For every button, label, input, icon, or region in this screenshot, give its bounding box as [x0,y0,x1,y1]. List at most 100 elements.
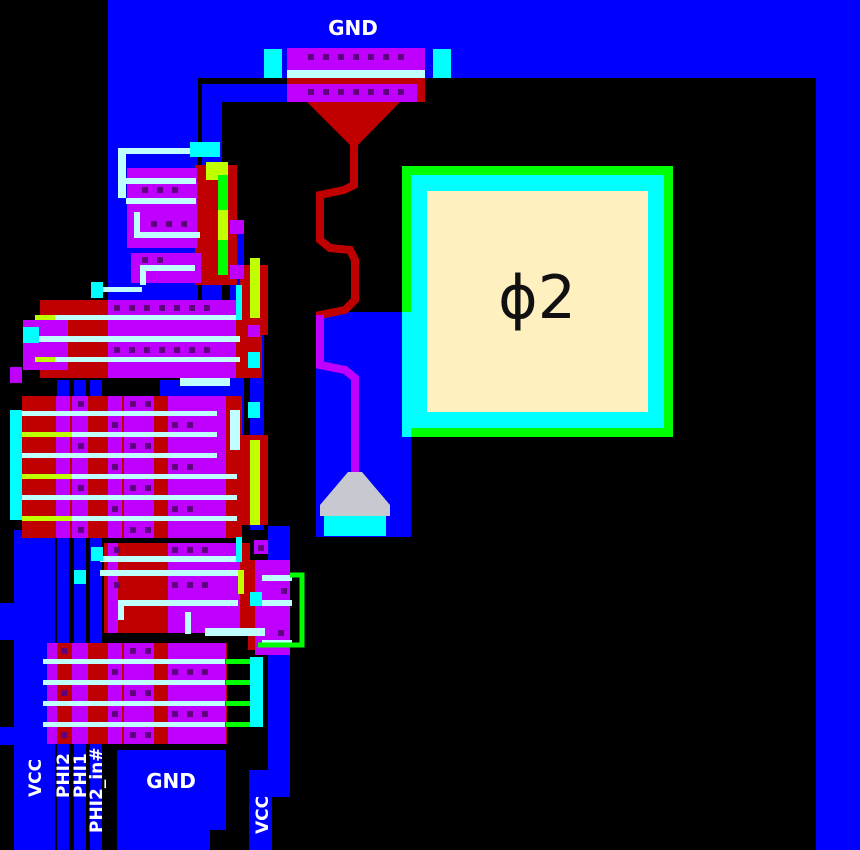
contact-cut [189,347,195,353]
bond-pad-phi2[interactable]: ϕ2 [402,166,673,437]
contact-cut [166,221,172,227]
contact-cut [144,305,150,311]
contact-cut [130,401,136,407]
contact-cut [189,305,195,311]
contact-cut [61,732,67,738]
contact-cut [142,257,148,263]
gnd-top-label: GND [328,16,378,40]
contact-cut [130,732,136,738]
contact-cut [398,89,404,95]
contact-cut [281,588,287,594]
contact-cut [172,711,178,717]
contact-cut [172,582,178,588]
contact-cut [353,89,359,95]
contact-cut [174,347,180,353]
contact-cut [114,547,120,553]
contact-cut [323,54,329,60]
contact-cut [157,257,163,263]
contact-cut [61,648,67,654]
contact-cut [398,54,404,60]
vcc-right-rail [249,770,272,850]
contact-cut [130,648,136,654]
metal2-layer [22,70,425,727]
contact-cut [130,690,136,696]
contact-cut [61,690,67,696]
contact-cut [187,506,193,512]
gnd-bottom-block [117,750,226,830]
phi2-in-label: PHI2_in# [87,747,107,833]
contact-cut [114,582,120,588]
contact-cut [130,443,136,449]
contact-cuts [61,54,404,738]
contact-cut [78,443,84,449]
contact-cut [151,221,157,227]
contact-cut [130,485,136,491]
contact-cut [172,464,178,470]
contact-cut [174,305,180,311]
diffusion-resistor-trace [316,315,359,475]
contact-cut [159,347,165,353]
contact-cut [308,89,314,95]
contact-cut [114,305,120,311]
gnd-rail-top [108,0,860,78]
contact-cut [258,545,264,551]
contact-cut [112,506,118,512]
contact-cut [368,89,374,95]
contact-cut [142,187,148,193]
contact-cut [159,305,165,311]
contact-cut [145,443,151,449]
contact-cut [172,669,178,675]
contact-cut [383,54,389,60]
contact-cut [187,669,193,675]
contact-cut [368,54,374,60]
contact-cut [181,221,187,227]
right-rail [816,0,860,850]
vcc-right-label: VCC [253,796,273,834]
contact-cut [129,347,135,353]
contact-cut [308,54,314,60]
contact-cut [145,485,151,491]
contact-cut [202,582,208,588]
contact-cut [78,485,84,491]
contact-cut [202,547,208,553]
contact-cut [112,464,118,470]
contact-cut [338,89,344,95]
pad-connector [320,472,390,516]
contact-cut [338,54,344,60]
contact-cut [202,669,208,675]
bond-pad-label: ϕ2 [498,263,576,333]
contact-cut [157,187,163,193]
contact-layer [10,49,451,727]
contact-cut [187,422,193,428]
contact-cut [112,422,118,428]
phi1-label: PHI1 [71,753,91,798]
phi2-label: PHI2 [54,753,74,798]
contact-cut [112,711,118,717]
contact-cut [172,506,178,512]
vcc-left-label: VCC [26,759,46,797]
contact-cut [129,305,135,311]
contact-cut [145,648,151,654]
contact-cut [278,630,284,636]
contact-cut [187,464,193,470]
contact-cut [383,89,389,95]
contact-cut [187,711,193,717]
contact-cut [78,401,84,407]
contact-cut [202,711,208,717]
contact-cut [145,732,151,738]
gnd-bottom-label: GND [146,769,196,793]
contact-cut [353,54,359,60]
contact-cut [130,527,136,533]
contact-cut [112,669,118,675]
contact-cut [204,305,210,311]
contact-cut [114,347,120,353]
contact-cut [323,89,329,95]
contact-cut [78,527,84,533]
contact-cut [172,547,178,553]
contact-cut [144,347,150,353]
contact-cut [172,422,178,428]
contact-cut [187,547,193,553]
contact-cut [187,582,193,588]
contact-cut [204,347,210,353]
